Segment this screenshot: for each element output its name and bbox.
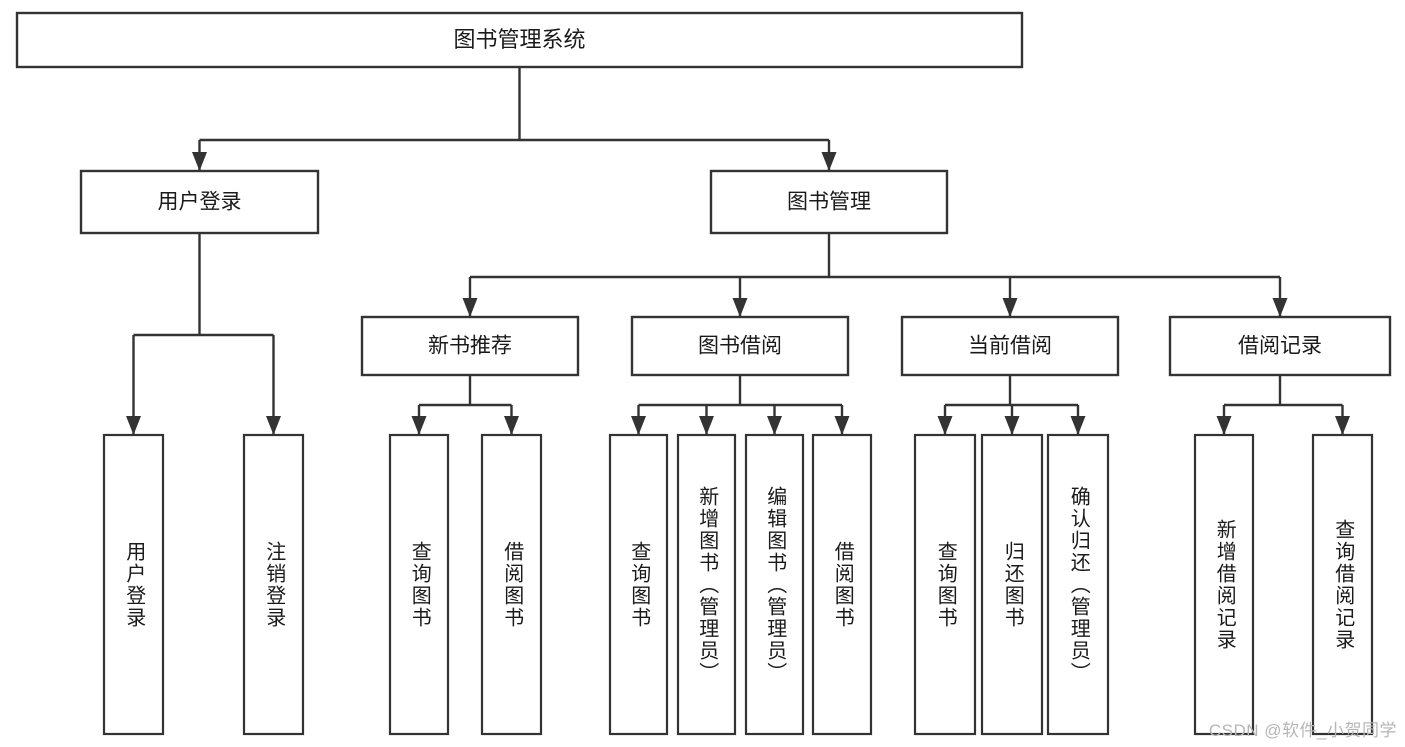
arrow-head-icon <box>192 152 207 171</box>
node-label-root: 图书管理系统 <box>453 27 585 52</box>
node-box-l2_1 <box>630 315 850 377</box>
arrow-head-icon <box>411 416 427 435</box>
node-label-l1_1: 图书管理 <box>787 191 871 214</box>
boxes-layer <box>15 11 1392 736</box>
node-box-leaf_11 <box>1193 433 1255 736</box>
node-box-leaf_8 <box>913 433 977 736</box>
node-box-leaf_10 <box>1046 433 1110 736</box>
node-label-l2_2: 当前借阅 <box>968 335 1052 358</box>
node-label-l1_0: 用户登录 <box>158 191 242 214</box>
node-box-l2_2 <box>900 315 1120 377</box>
node-box-l2_0 <box>360 315 580 377</box>
arrow-head-icon <box>462 298 478 317</box>
node-box-root <box>15 11 1024 69</box>
edges-layer <box>126 67 1350 435</box>
node-box-leaf_2 <box>388 433 450 736</box>
arrow-head-icon <box>732 298 748 317</box>
arrow-head-icon <box>699 416 714 435</box>
arrow-head-icon <box>821 152 837 171</box>
arrow-head-icon <box>504 416 519 435</box>
node-box-leaf_6 <box>744 433 805 736</box>
node-box-leaf_7 <box>811 433 873 736</box>
node-label-l2_0: 新书推荐 <box>428 335 512 358</box>
node-box-leaf_4 <box>608 433 669 736</box>
node-box-l2_3 <box>1168 315 1392 377</box>
arrow-head-icon <box>1004 416 1020 435</box>
arrow-head-icon <box>1272 298 1288 317</box>
node-box-leaf_5 <box>676 433 737 736</box>
arrow-head-icon <box>834 416 850 435</box>
arrow-head-icon <box>126 416 141 435</box>
node-label-l2_1: 图书借阅 <box>698 335 782 358</box>
node-box-l1_1 <box>709 169 949 235</box>
node-label-l2_3: 借阅记录 <box>1238 335 1322 358</box>
arrow-head-icon <box>1070 416 1086 435</box>
node-box-leaf_1 <box>242 433 305 736</box>
node-box-leaf_0 <box>102 433 165 736</box>
node-box-leaf_3 <box>480 433 543 736</box>
arrow-head-icon <box>1002 298 1018 317</box>
arrow-head-icon <box>937 416 953 435</box>
arrow-head-icon <box>1335 416 1350 435</box>
node-box-l1_0 <box>79 169 320 235</box>
node-box-leaf_9 <box>980 433 1044 736</box>
watermark: CSDN @软件_小贺同学 <box>1208 721 1397 740</box>
arrow-head-icon <box>1216 416 1232 435</box>
node-box-leaf_12 <box>1311 433 1374 736</box>
arrow-head-icon <box>631 416 646 435</box>
arrow-head-icon <box>767 416 782 435</box>
arrow-head-icon <box>266 416 281 435</box>
